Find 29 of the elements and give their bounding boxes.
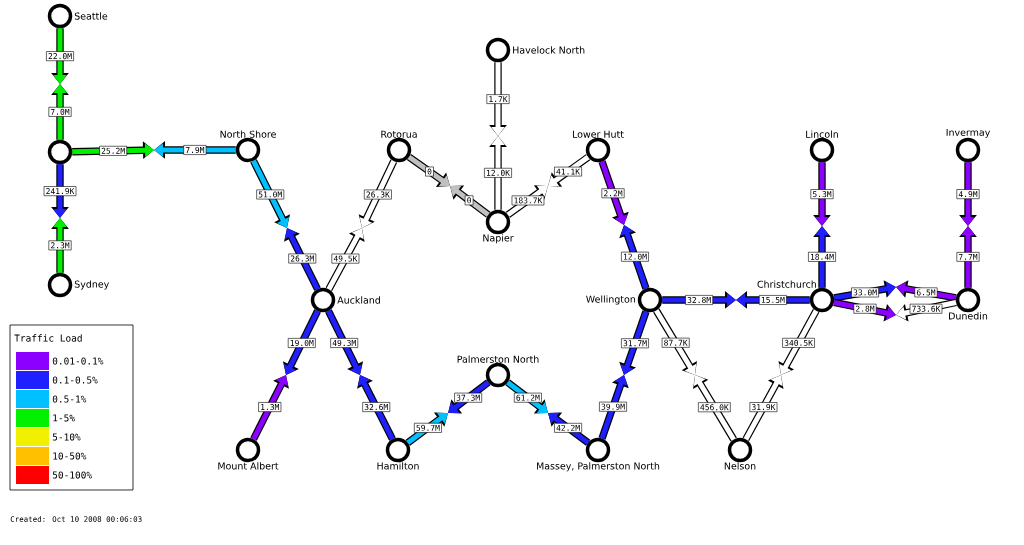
place-name: Invermay <box>946 128 990 138</box>
legend-label: 0.01-0.1% <box>52 357 104 365</box>
legend-label: 5-10% <box>52 433 81 441</box>
place-name: Nelson <box>724 462 756 470</box>
legend-label: 1-5% <box>53 414 75 422</box>
place-name: Palmerston North <box>457 355 539 363</box>
place-name: Massey, Palmerston North <box>537 462 660 472</box>
place-name: Dunedin <box>949 312 988 320</box>
legend-label: 10-50% <box>53 452 87 460</box>
legend-label: 50-100% <box>52 471 92 479</box>
place-name: Lower Hutt <box>573 130 624 138</box>
place-name: Auckland <box>337 296 380 304</box>
place-name: Christchurch <box>757 280 816 288</box>
place-name: Rotorua <box>381 130 417 138</box>
arrow <box>250 375 289 441</box>
place-name: North Shore <box>220 130 276 138</box>
place-name: Sydney <box>74 280 109 290</box>
place-name: Lincoln <box>806 130 838 138</box>
arrow <box>357 375 396 441</box>
legend-label: 0.5-1% <box>52 395 87 403</box>
place-name: Mount Albert <box>218 462 279 470</box>
place-name: Napier <box>483 234 514 244</box>
place-name: Seattle <box>74 12 108 20</box>
node-circle <box>47 139 73 165</box>
place-name: Hamilton <box>377 462 419 470</box>
legend-label: 0.1-0.5% <box>52 376 98 384</box>
legend-title: Traffic Load <box>14 334 82 342</box>
place-name: Wellington <box>586 295 636 305</box>
place-name: Havelock North <box>513 46 585 54</box>
